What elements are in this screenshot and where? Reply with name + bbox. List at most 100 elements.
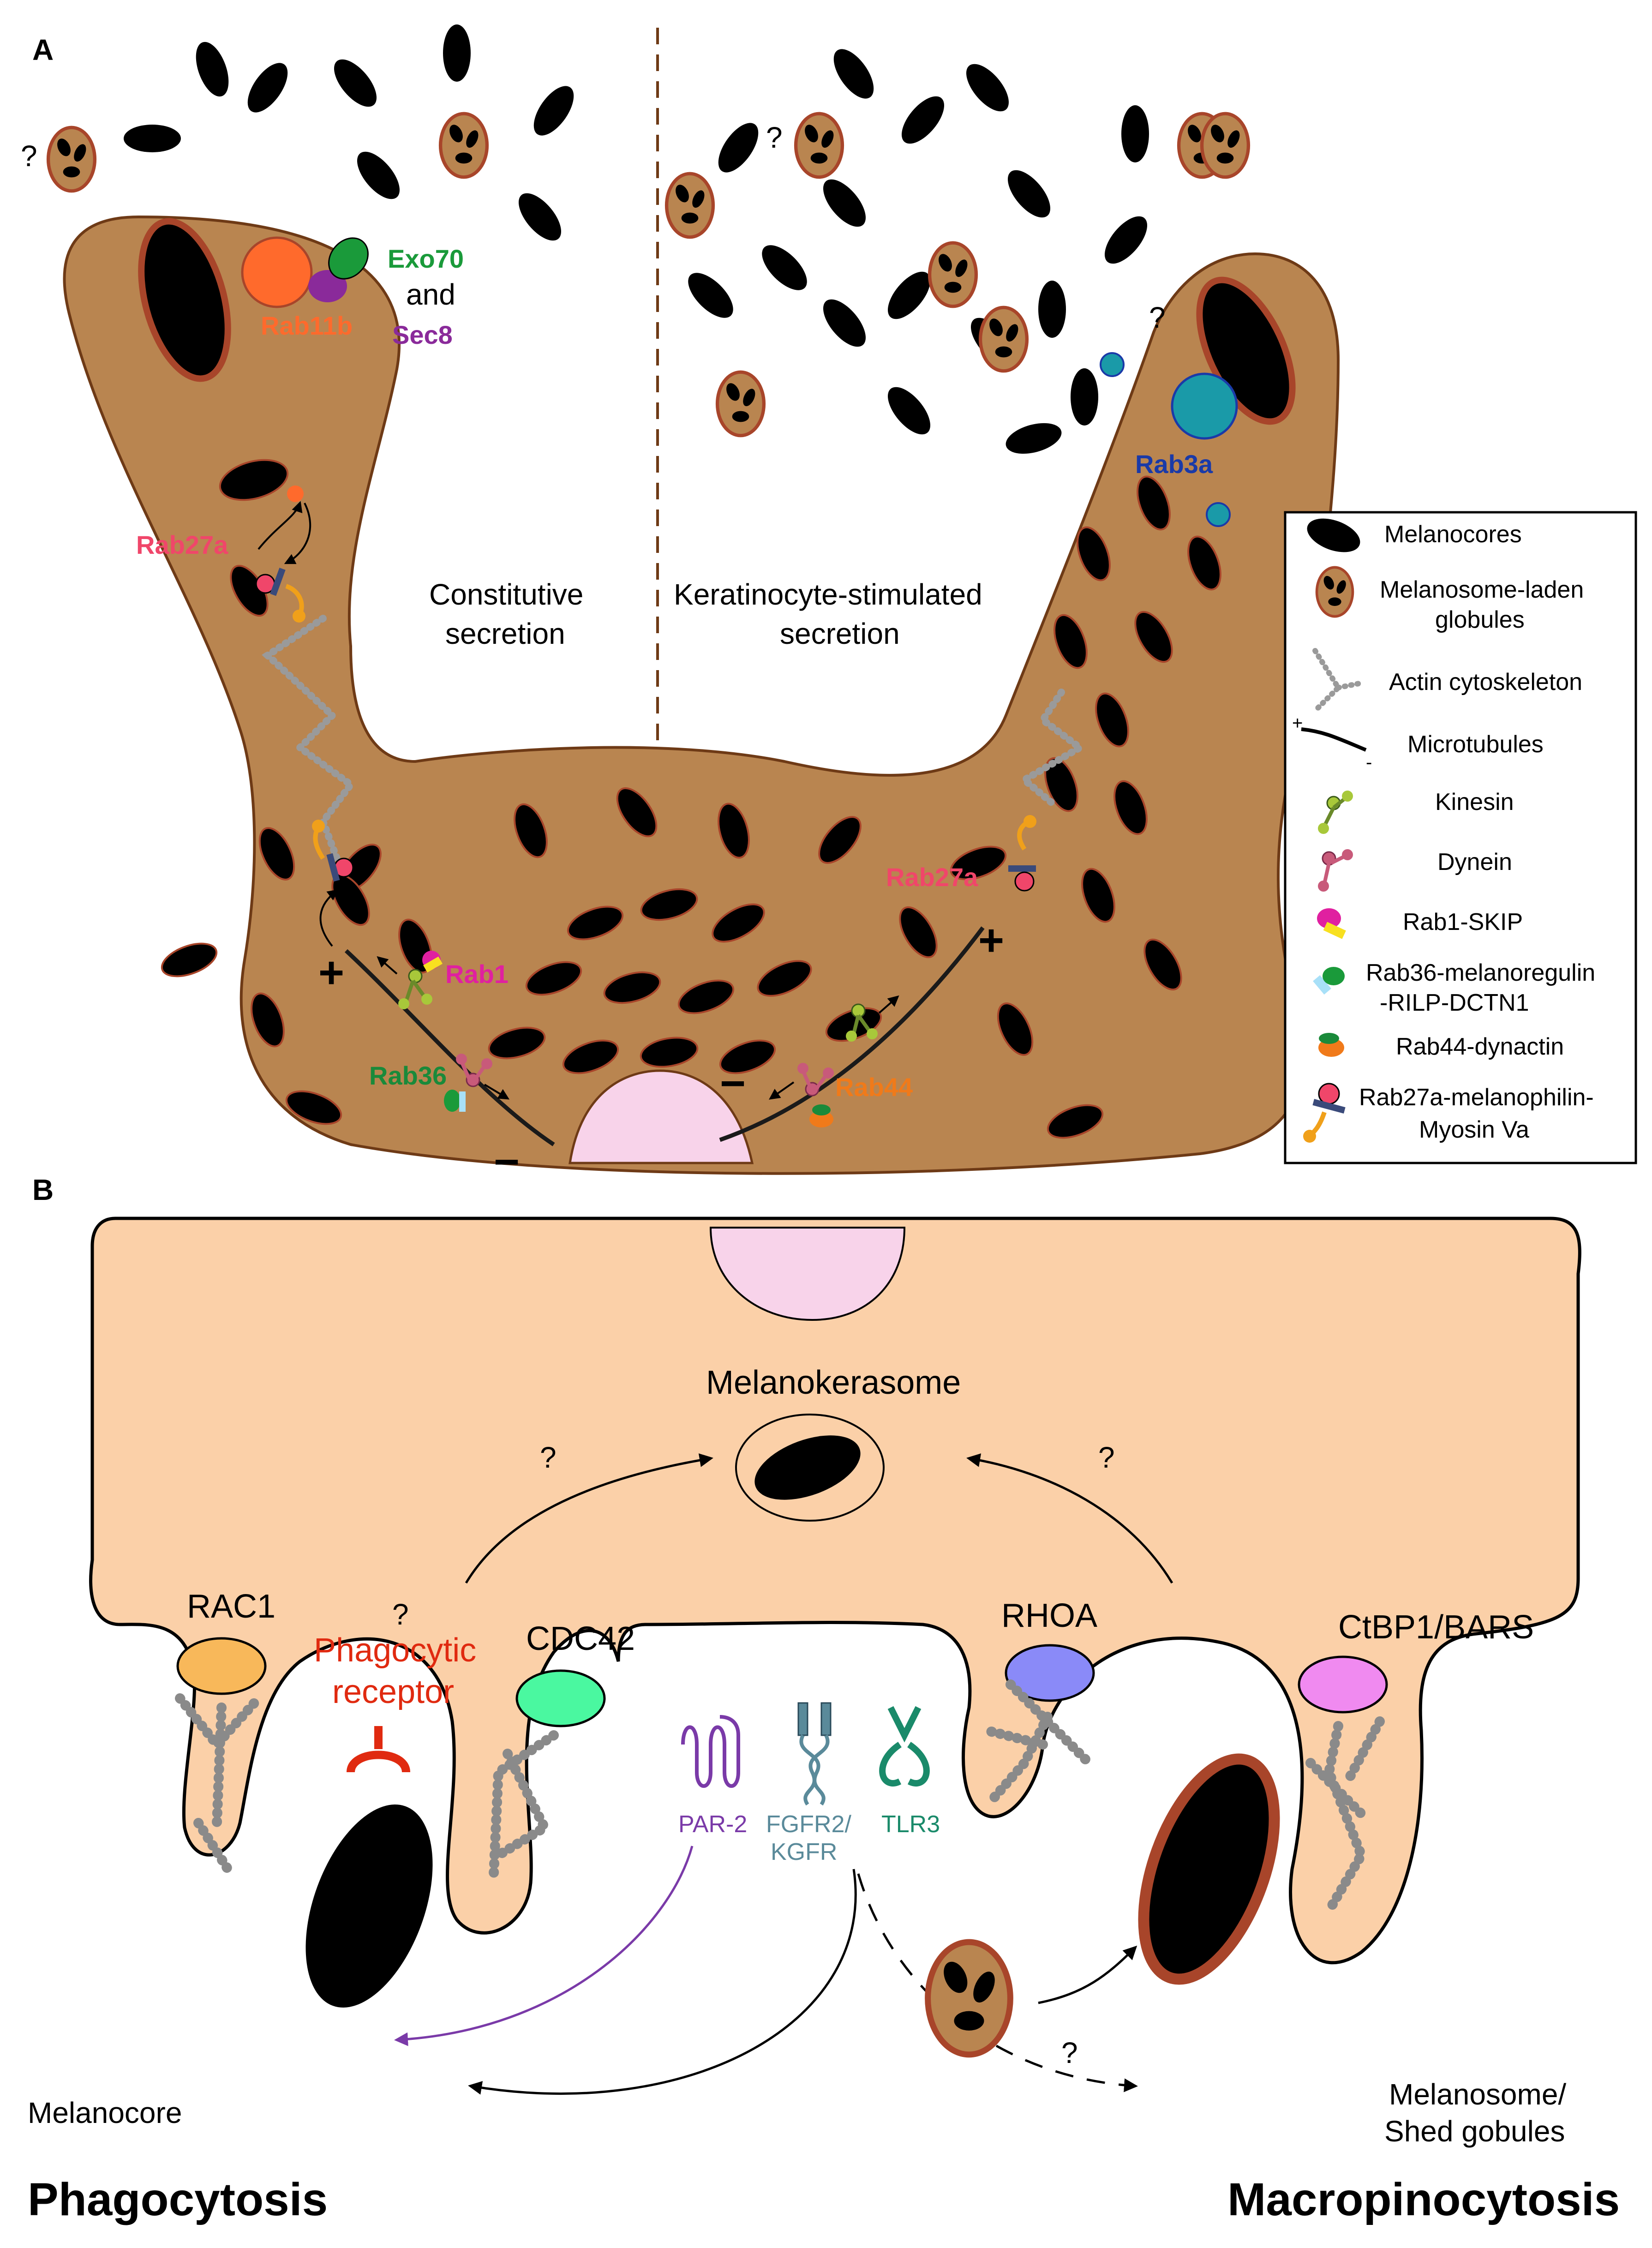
fgfr2-receptor-icon <box>797 1702 832 1806</box>
rab27a-complex-left-lower <box>312 820 354 882</box>
fgfr2-label-line2: KGFR <box>771 1839 837 1865</box>
phagocytic-receptor-label: Phagocytic <box>314 1632 476 1669</box>
dynein-direction-arrow <box>769 1081 795 1100</box>
phagocytosis-label: Phagocytosis <box>28 2174 328 2225</box>
cdc42-marker <box>515 1669 606 1727</box>
melanosome-label-line2: Shed gobules <box>1384 2115 1565 2148</box>
engulfed-melanosome <box>1138 1753 1280 1985</box>
question-mark: ? <box>1061 2036 1078 2069</box>
rab27a-left-label: Rab27a <box>136 530 228 559</box>
cdc42-label: CDC42 <box>526 1620 635 1657</box>
constitutive-title: Constitutive <box>429 578 583 611</box>
legend-dynein-swatch <box>1318 849 1353 892</box>
plus-sign: + <box>318 948 344 997</box>
legend-rab27a-label-line2: Myosin Va <box>1419 1116 1529 1143</box>
rab44-label: Rab44 <box>835 1073 913 1102</box>
legend-rab44-label: Rab44-dynactin <box>1396 1033 1564 1060</box>
rab27a-small-marker <box>287 486 304 502</box>
rab11b-label: Rab11b <box>261 311 353 340</box>
melanokerasome-melanocore <box>754 1435 861 1500</box>
kinesin-right <box>846 1003 878 1042</box>
plus-sign: + <box>978 916 1004 965</box>
minus-sign: − <box>720 1059 746 1108</box>
question-mark: ? <box>1098 1441 1115 1474</box>
rab36-dynein-complex <box>444 1054 492 1112</box>
legend-rab36-swatch <box>1313 967 1345 995</box>
rab27a-complex-right <box>1008 815 1036 892</box>
question-mark: ? <box>21 139 37 173</box>
internalization-arrow-right <box>966 1453 1173 1584</box>
melanokerasome-vesicle <box>735 1414 885 1522</box>
rab1-label: Rab1 <box>445 959 509 989</box>
legend-rab36-label-line2: -RILP-DCTN1 <box>1380 989 1529 1016</box>
ctbp1-label: CtBP1/BARS <box>1338 1609 1534 1646</box>
rab27a-right-label: Rab27a <box>886 863 978 892</box>
panel-b-label: B <box>32 1173 54 1206</box>
panel-a-label: A <box>32 33 54 66</box>
rac1-marker <box>176 1637 267 1695</box>
tlr3-label: TLR3 <box>881 1811 940 1838</box>
par2-receptor-icon <box>681 1715 740 1788</box>
actin-network <box>175 1679 1385 1916</box>
ctbp1-marker <box>1298 1655 1388 1714</box>
legend-globules-label-line2: globules <box>1435 606 1525 633</box>
exo70-label: Exo70 <box>388 244 464 273</box>
shed-globule <box>928 1942 1011 2055</box>
rab3a-small-marker <box>1206 502 1231 527</box>
question-mark: ? <box>1149 301 1166 334</box>
kinesin-direction-arrow <box>377 956 398 975</box>
rab3a-marker <box>1171 372 1238 440</box>
panel-b: B Melanokerasome ? ? ? RAC1 CDC42 RHOA C… <box>28 1173 1620 2225</box>
dynein-direction-arrow <box>484 1084 510 1100</box>
legend-actin-label: Actin cytoskeleton <box>1389 669 1582 695</box>
legend-rab44-swatch <box>1318 1033 1344 1057</box>
rhoa-label: RHOA <box>1001 1597 1097 1634</box>
actin-filament-left <box>262 615 356 862</box>
keratinocyte-nucleus <box>709 1227 906 1321</box>
legend-melanocore-swatch <box>1307 518 1360 552</box>
svg-text:+: + <box>1292 713 1303 733</box>
question-mark: ? <box>540 1441 557 1474</box>
melanokerasome-label: Melanokerasome <box>706 1364 961 1401</box>
rab1-kinesin-complex <box>398 951 443 1009</box>
panel-a: A <box>21 24 1340 1187</box>
rac1-label: RAC1 <box>187 1588 275 1625</box>
tlr3-receptor-icon <box>879 1706 930 1786</box>
docking-melanosome-left <box>138 218 231 382</box>
sec8-label: Sec8 <box>392 320 453 349</box>
cycle-arrow <box>257 501 303 550</box>
melanocore-label: Melanocore <box>28 2096 182 2129</box>
rab3a-small-marker <box>1100 352 1125 377</box>
legend-microtubule-swatch: + - <box>1292 713 1372 773</box>
rhoa-marker <box>1005 1644 1095 1702</box>
legend-rab36-label: Rab36-melanoregulin <box>1366 959 1595 986</box>
legend-rab1-skip-label: Rab1-SKIP <box>1403 909 1523 935</box>
rab27a-complex-left <box>255 568 305 623</box>
kinesin-direction-arrow <box>878 995 899 1014</box>
par2-signal-arrow <box>394 1846 694 2046</box>
phagocytic-receptor-icon <box>347 1726 410 1773</box>
fgfr2-label: FGFR2/ <box>766 1811 851 1838</box>
external-melanocores <box>124 24 1149 454</box>
par2-label: PAR-2 <box>678 1811 747 1838</box>
microtubule-right <box>719 926 985 1142</box>
legend-melanocores-label: Melanocores <box>1384 521 1522 548</box>
stimulated-title: Keratinocyte-stimulated <box>674 578 982 611</box>
melanocyte-cell <box>63 215 1340 1175</box>
stimulated-subtitle: secretion <box>780 617 900 650</box>
transfer-arrow <box>319 889 339 947</box>
legend-rab1-skip-swatch <box>1317 908 1346 939</box>
svg-text:-: - <box>1366 752 1372 773</box>
legend-dynein-label: Dynein <box>1437 849 1512 875</box>
legend-rab27a-swatch <box>1303 1083 1346 1143</box>
exo70-marker <box>328 237 369 280</box>
constitutive-subtitle: secretion <box>445 617 565 650</box>
legend-kinesin-label: Kinesin <box>1435 789 1514 815</box>
minus-sign: − <box>494 1137 520 1187</box>
legend-microtubules-label: Microtubules <box>1407 731 1544 758</box>
microtubule-left <box>344 949 555 1146</box>
and-label: and <box>406 278 455 311</box>
question-mark: ? <box>766 121 783 154</box>
legend-globules-label: Melanosome-laden <box>1380 576 1584 603</box>
internal-melanosomes <box>161 459 1221 1139</box>
